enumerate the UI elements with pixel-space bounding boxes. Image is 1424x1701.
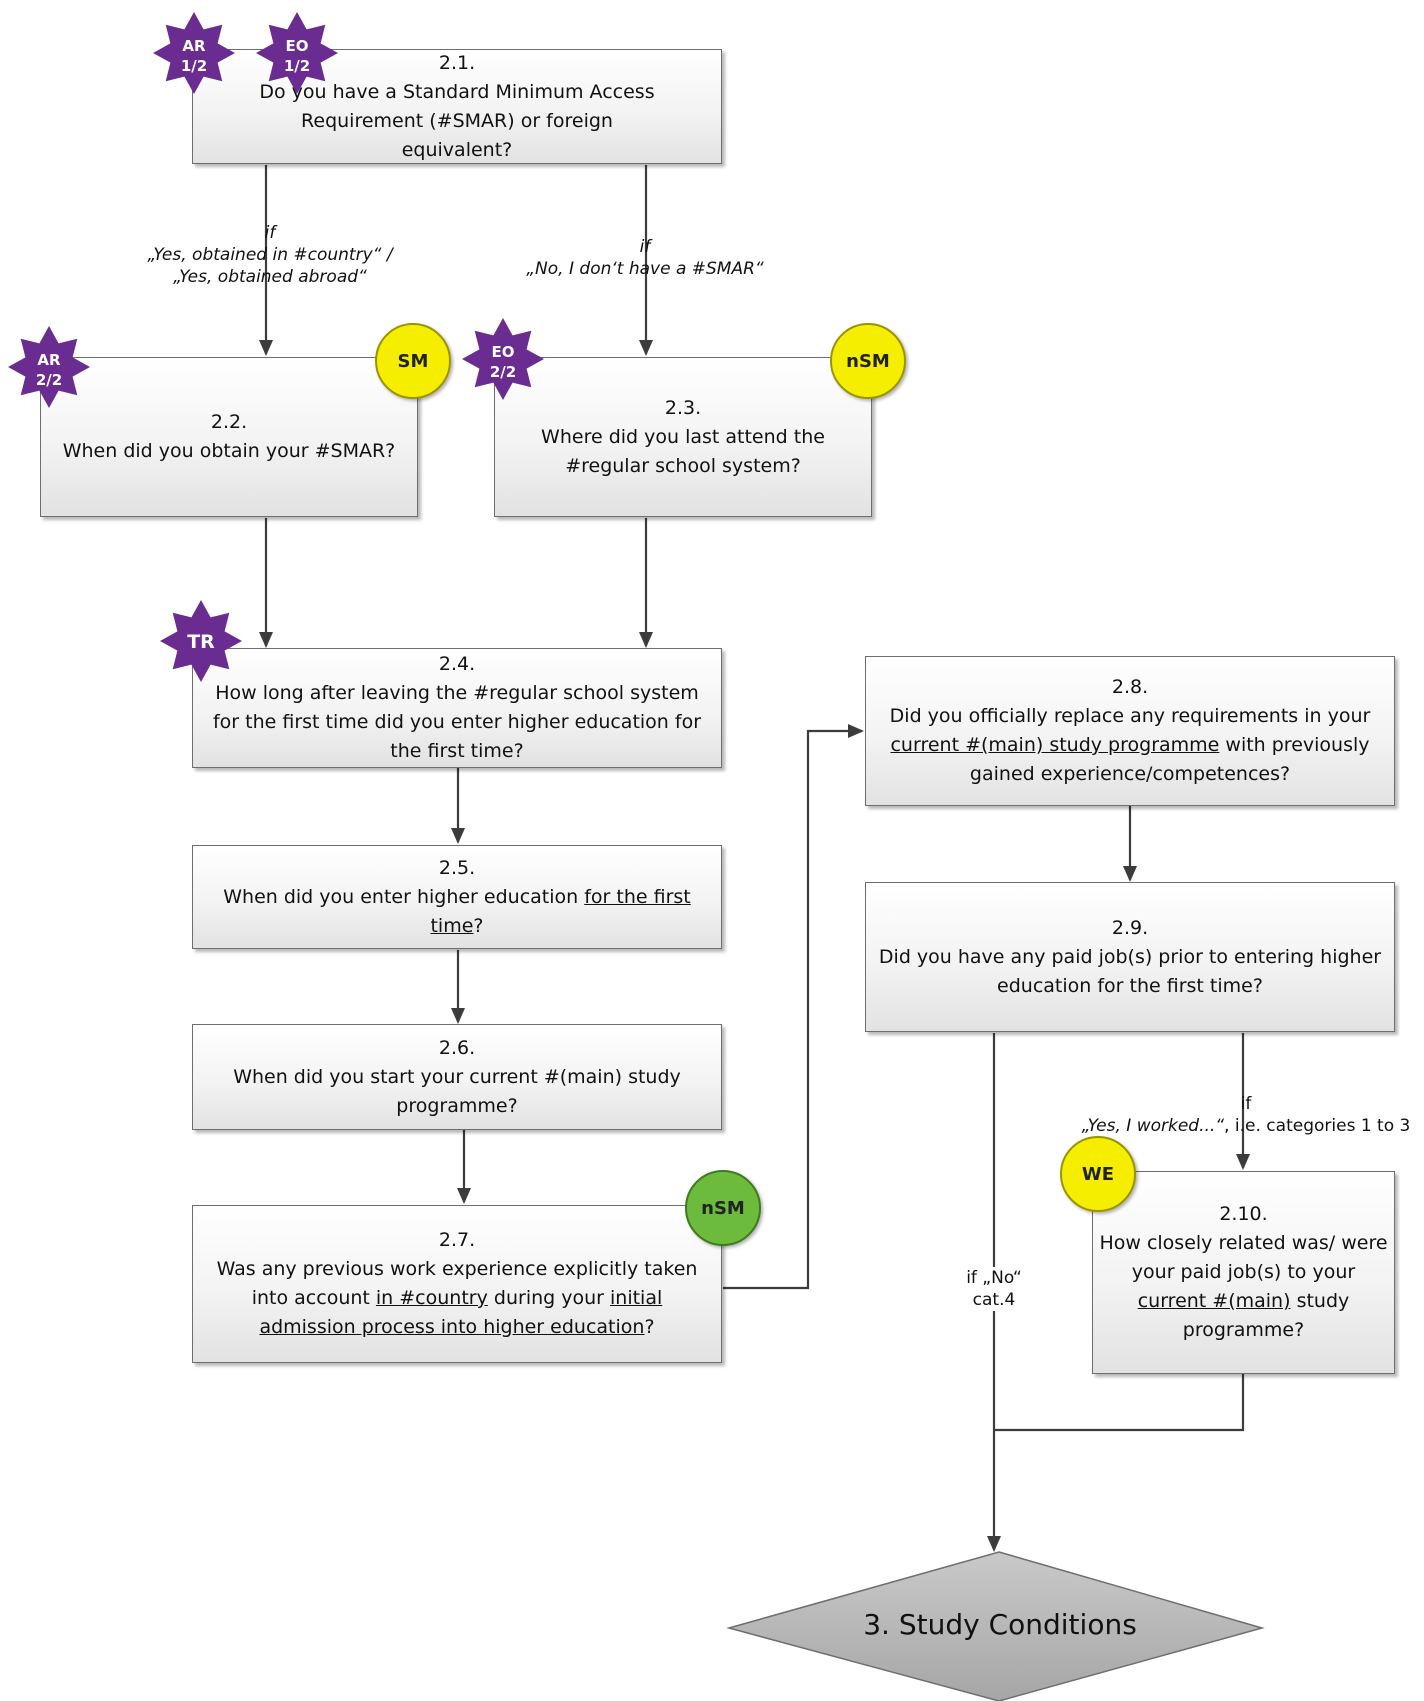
badge-we: WE bbox=[1060, 1136, 1136, 1212]
star-icon bbox=[8, 326, 90, 408]
end-diamond bbox=[726, 1551, 1265, 1701]
star-badge-eo-1-2: EO 1/2 bbox=[256, 12, 338, 94]
star-badge-ar-2-2: AR 2/2 bbox=[8, 326, 90, 408]
condition-no-smar: if „No, I don‘t have a #SMAR“ bbox=[526, 237, 764, 279]
question-text: Do you have a Standard Minimum Access Re… bbox=[259, 80, 655, 161]
question-number: 2.1. bbox=[438, 51, 476, 74]
star-badge-tr: TR bbox=[160, 600, 242, 682]
question-text: How closely related was/ were your paid … bbox=[1099, 1232, 1388, 1341]
arrow-27-28 bbox=[723, 724, 864, 1290]
svg-text:TR: TR bbox=[187, 631, 215, 653]
condition-no-worked: if „No“ cat.4 bbox=[934, 1267, 1054, 1311]
star-icon bbox=[256, 12, 338, 94]
line-210-merge bbox=[994, 1374, 1245, 1432]
star-icon bbox=[153, 12, 235, 94]
svg-text:2/2: 2/2 bbox=[490, 363, 516, 381]
question-text: Did you officially replace any requireme… bbox=[889, 705, 1371, 785]
badge-sm: SM bbox=[375, 323, 451, 399]
badge-nsm-2-7: nSM bbox=[685, 1170, 761, 1246]
condition-yes-smar: if „Yes, obtained in #country“ / „Yes, o… bbox=[147, 223, 393, 287]
star-icon bbox=[160, 600, 242, 682]
question-number: 2.3. bbox=[664, 396, 702, 419]
svg-text:AR: AR bbox=[182, 37, 206, 55]
question-text: When did you obtain your #SMAR? bbox=[62, 440, 396, 462]
question-text: How long after leaving the #regular scho… bbox=[212, 682, 702, 762]
star-badge-eo-2-2: EO 2/2 bbox=[462, 318, 544, 400]
svg-text:EO: EO bbox=[492, 343, 515, 361]
svg-text:AR: AR bbox=[37, 351, 61, 369]
badge-nsm-2-3: nSM bbox=[830, 323, 906, 399]
svg-text:EO: EO bbox=[286, 37, 309, 55]
question-number: 2.7. bbox=[438, 1229, 476, 1251]
star-badge-ar-1-2: AR 1/2 bbox=[153, 12, 235, 94]
condition-yes-worked: if „Yes, I worked...“, i.e. categories 1… bbox=[1081, 1094, 1411, 1136]
question-text: When did you start your current #(main) … bbox=[233, 1065, 681, 1117]
question-number: 2.10. bbox=[1219, 1203, 1268, 1225]
question-number: 2.6. bbox=[438, 1036, 476, 1059]
svg-text:1/2: 1/2 bbox=[284, 57, 310, 75]
question-2-9: 2.9. Did you have any paid job(s) prior … bbox=[865, 882, 1395, 1032]
question-2-8: 2.8. Did you officially replace any requ… bbox=[865, 656, 1395, 806]
question-2-10: 2.10. How closely related was/ were your… bbox=[1092, 1171, 1395, 1374]
question-2-2: 2.2. When did you obtain your #SMAR? bbox=[40, 357, 418, 517]
question-2-4: 2.4. How long after leaving the #regular… bbox=[192, 648, 722, 768]
question-text: Where did you last attend the #regular s… bbox=[541, 425, 825, 477]
question-2-6: 2.6. When did you start your current #(m… bbox=[192, 1024, 722, 1130]
question-text: Was any previous work experience explici… bbox=[216, 1258, 698, 1338]
question-2-3: 2.3. Where did you last attend the #regu… bbox=[494, 357, 872, 517]
question-text: When did you enter higher education for … bbox=[223, 885, 691, 937]
question-2-5: 2.5. When did you enter higher education… bbox=[192, 845, 722, 949]
svg-text:2/2: 2/2 bbox=[36, 371, 62, 389]
question-number: 2.5. bbox=[438, 856, 476, 879]
star-icon bbox=[462, 318, 544, 400]
svg-text:1/2: 1/2 bbox=[181, 57, 207, 75]
question-number: 2.2. bbox=[210, 411, 248, 433]
question-text: Did you have any paid job(s) prior to en… bbox=[878, 945, 1382, 997]
end-label: 3. Study Conditions bbox=[863, 1608, 1137, 1641]
question-number: 2.9. bbox=[1111, 916, 1149, 939]
question-number: 2.8. bbox=[1111, 676, 1149, 698]
question-2-7: 2.7. Was any previous work experience ex… bbox=[192, 1205, 722, 1363]
question-number: 2.4. bbox=[438, 653, 476, 675]
